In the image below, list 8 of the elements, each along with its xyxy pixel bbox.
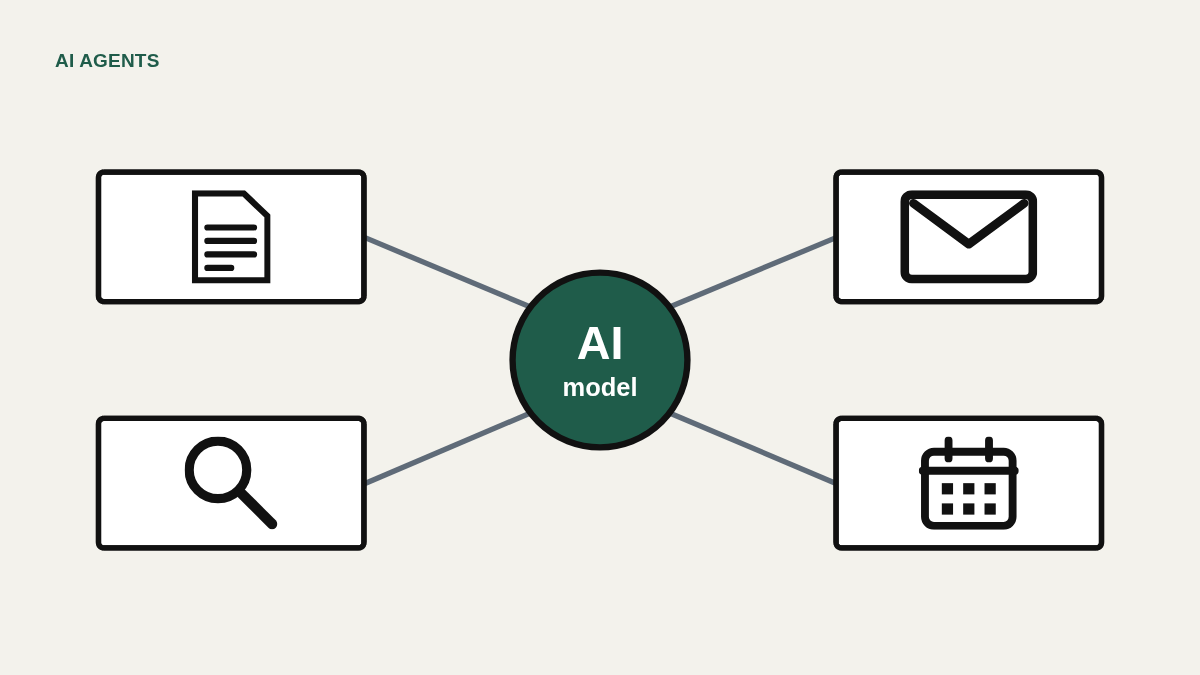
icon-card xyxy=(95,415,367,551)
hub-circle xyxy=(509,269,691,451)
icon-card xyxy=(833,169,1105,305)
diagram-title: AI AGENTS xyxy=(55,50,160,72)
node-title: AI xyxy=(576,316,624,370)
node-subtitle: model xyxy=(562,371,638,403)
icon-card xyxy=(833,415,1105,551)
icon-card xyxy=(95,169,367,305)
